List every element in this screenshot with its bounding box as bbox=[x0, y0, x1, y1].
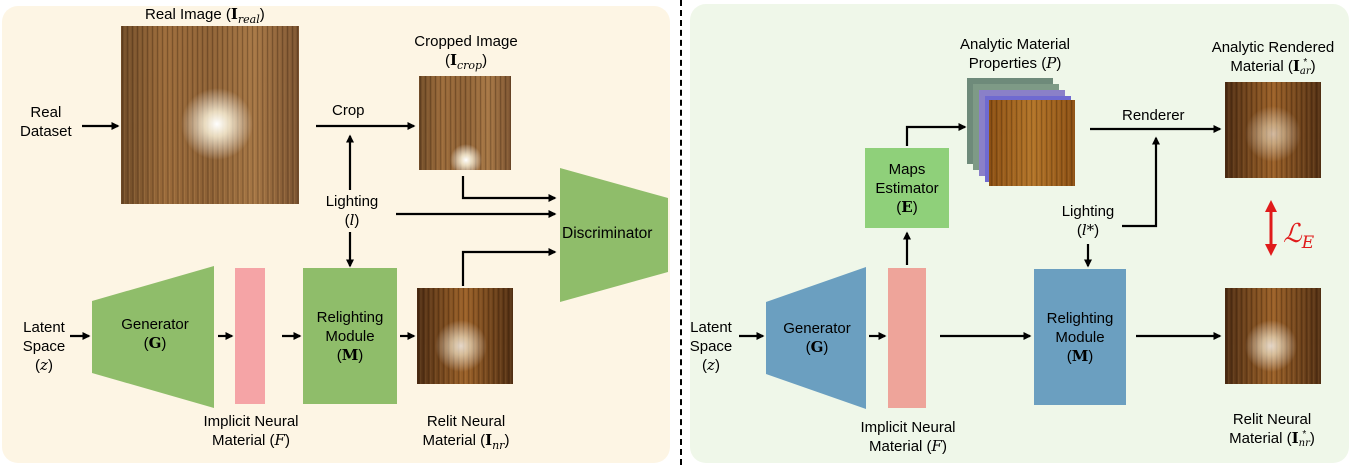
arrow-relit-to-disc bbox=[461, 248, 557, 286]
cropped-image bbox=[419, 76, 511, 170]
crop-label: Crop bbox=[332, 102, 365, 119]
arrow-crop-to-disc bbox=[461, 176, 557, 202]
generator-left-label: Generator (G) bbox=[121, 316, 189, 352]
analytic-rendered-label: Analytic Rendered Material (I*ar) bbox=[1211, 39, 1335, 78]
cropped-image-label: Cropped Image (Icrop) bbox=[414, 33, 518, 72]
generator-right-label: Generator (G) bbox=[783, 320, 851, 356]
panel-divider bbox=[680, 0, 682, 465]
renderer-label: Renderer bbox=[1122, 107, 1185, 124]
relit-material-right bbox=[1225, 288, 1321, 384]
latent-space-right-label: Latent Space (z) bbox=[689, 319, 733, 374]
generator-left bbox=[92, 266, 214, 408]
real-image-label: Real Image (Ireal) bbox=[145, 5, 265, 26]
implicit-material-left-label: Implicit Neural Material (F) bbox=[203, 413, 299, 449]
analytic-material-properties bbox=[967, 78, 1075, 186]
relighting-module-left: Relighting Module (M) bbox=[303, 268, 397, 404]
generator-right bbox=[766, 267, 866, 409]
implicit-material-left bbox=[235, 268, 265, 404]
implicit-material-right bbox=[888, 268, 926, 408]
lighting-label-right: Lighting (l*) bbox=[1061, 203, 1115, 239]
relit-material-left-label: Relit Neural Material (Inr) bbox=[422, 413, 510, 452]
relit-material-right-label: Relit Neural Material (I*nr) bbox=[1229, 411, 1315, 450]
analytic-rendered-material bbox=[1225, 82, 1321, 178]
discriminator-label: Discriminator bbox=[562, 225, 653, 242]
discriminator bbox=[560, 168, 668, 302]
maps-estimator: Maps Estimator (E) bbox=[865, 148, 949, 228]
arrow-maps-to-props bbox=[905, 123, 967, 146]
relighting-module-right: Relighting Module (M) bbox=[1034, 269, 1126, 405]
implicit-material-right-label: Implicit Neural Material (F) bbox=[860, 419, 956, 455]
lighting-label-left: Lighting (l) bbox=[325, 193, 379, 229]
analytic-properties-label: Analytic Material Properties (P) bbox=[959, 36, 1071, 72]
real-image bbox=[121, 26, 299, 204]
relit-material-left bbox=[417, 288, 513, 384]
loss-label: ℒE bbox=[1283, 219, 1315, 254]
arrow-lighting-to-renderer bbox=[1122, 136, 1160, 228]
latent-space-left-label: Latent Space (z) bbox=[22, 319, 66, 374]
